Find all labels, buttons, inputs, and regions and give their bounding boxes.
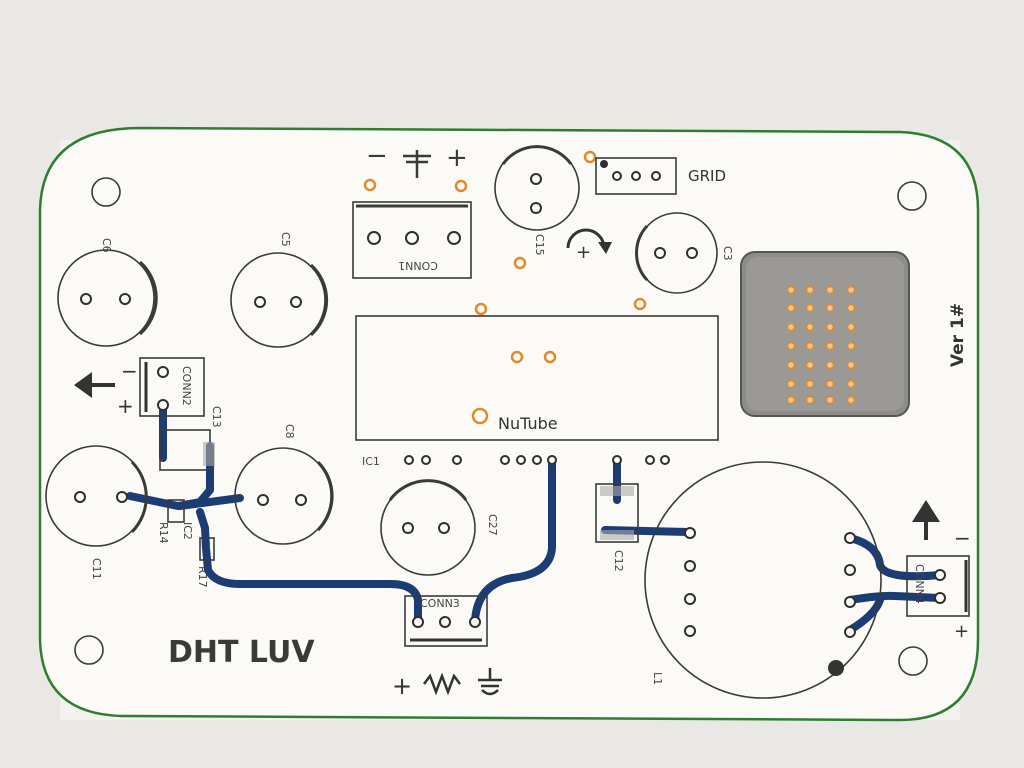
thermal-via — [846, 360, 856, 370]
thermal-via — [786, 395, 796, 405]
plus-symbol-left: + — [117, 394, 134, 418]
label-r14: R14 — [157, 522, 170, 544]
label-c5: C5 — [279, 232, 292, 247]
thermal-via — [825, 395, 835, 405]
capacitor-c27 — [380, 479, 476, 576]
connector-conn4 — [906, 555, 970, 617]
label-ic2: IC2 — [181, 522, 194, 540]
minus-symbol-left: − — [121, 359, 138, 383]
thermal-via — [805, 360, 815, 370]
connector-conn3 — [404, 595, 488, 647]
label-c15: C15 — [533, 234, 546, 256]
thermal-via — [805, 379, 815, 389]
thermal-via — [825, 360, 835, 370]
label-r17: R17 — [196, 566, 209, 588]
mounting-hole-top-right — [897, 181, 927, 211]
plus-symbol-bottom: + — [392, 672, 412, 700]
label-conn4: CONN4 — [913, 564, 926, 604]
thermal-via — [846, 322, 856, 332]
mounting-hole-bottom-left — [74, 635, 104, 665]
thermal-via — [786, 303, 796, 313]
thermal-via — [786, 322, 796, 332]
minus-symbol-right: − — [954, 526, 971, 550]
board-title: DHT LUV — [168, 635, 315, 670]
capacitor-c15 — [494, 145, 580, 231]
thermal-via — [805, 395, 815, 405]
plus-symbol-right: + — [954, 621, 969, 642]
r17-outline — [199, 537, 215, 561]
thermal-via — [846, 285, 856, 295]
minus-symbol-top: − — [366, 141, 388, 171]
label-c12: C12 — [612, 550, 625, 572]
resistor-icon — [423, 672, 461, 696]
ic1-pins — [404, 455, 670, 465]
connector-grid — [595, 157, 677, 195]
c12-outline — [595, 483, 639, 543]
heatsink-pad — [740, 251, 910, 417]
thermal-via — [786, 360, 796, 370]
thermal-via — [805, 285, 815, 295]
capacitor-c6 — [57, 249, 158, 347]
thermal-via — [846, 395, 856, 405]
thermal-via — [825, 341, 835, 351]
thermal-via — [786, 341, 796, 351]
thermal-via — [846, 379, 856, 389]
speaker-ground-icon — [478, 668, 502, 696]
nutube-footprint — [355, 315, 719, 441]
label-c13: C13 — [210, 406, 223, 428]
thermal-via — [825, 285, 835, 295]
grid-label: GRID — [688, 167, 726, 185]
thermal-via — [825, 303, 835, 313]
arrow-left-icon — [74, 372, 115, 398]
arrow-up-icon — [912, 500, 940, 540]
thermal-via — [805, 303, 815, 313]
nutube-label: NuTube — [498, 414, 558, 433]
version-label: Ver 1# — [948, 303, 968, 367]
mounting-hole-top-left — [91, 177, 121, 207]
label-conn2: CONN2 — [180, 366, 193, 406]
capacitor-c3 — [635, 212, 718, 294]
thermal-via — [805, 322, 815, 332]
thermal-via-grid — [786, 285, 856, 405]
thermal-via — [825, 322, 835, 332]
plus-symbol-top: + — [446, 143, 468, 173]
connector-conn1 — [352, 201, 472, 279]
capacitor-c5 — [230, 252, 329, 348]
inductor-l1 — [644, 461, 882, 699]
capacitor-c11 — [45, 445, 148, 547]
label-conn1: CONN1 — [398, 259, 438, 272]
label-c27: C27 — [486, 514, 499, 536]
rotation-arrow-icon: + — [566, 228, 612, 263]
thermal-via — [846, 341, 856, 351]
connector-conn2 — [139, 357, 205, 417]
r14-outline — [167, 499, 185, 523]
mounting-hole-bottom-right — [898, 646, 928, 676]
thermal-via — [805, 341, 815, 351]
label-conn3: CONN3 — [420, 597, 460, 610]
label-c3: C3 — [721, 246, 734, 261]
label-c8: C8 — [283, 424, 296, 439]
thermal-via — [846, 303, 856, 313]
label-c6: C6 — [100, 238, 113, 253]
thermal-via — [786, 379, 796, 389]
thermal-via — [786, 285, 796, 295]
label-c11: C11 — [90, 558, 103, 580]
label-l1: L1 — [651, 672, 664, 685]
svg-text:+: + — [576, 242, 591, 263]
label-ic1: IC1 — [362, 455, 380, 468]
thermal-via — [825, 379, 835, 389]
capacitor-c8 — [234, 447, 334, 545]
ground-symbol — [403, 150, 431, 178]
